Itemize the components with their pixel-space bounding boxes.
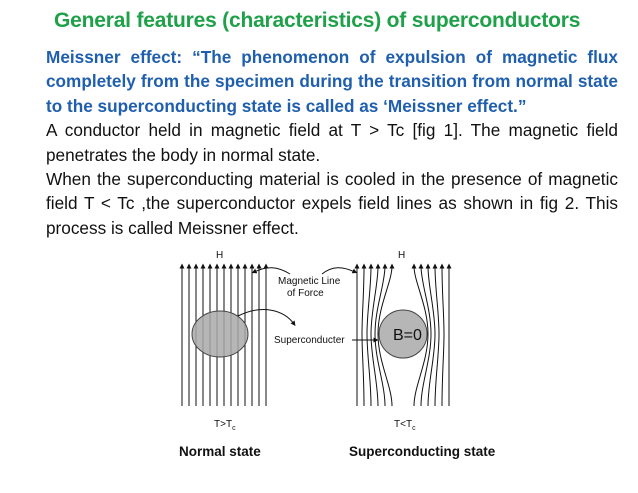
pointer-arrow bbox=[237, 309, 296, 327]
field-line bbox=[418, 263, 432, 407]
superconducting-field-lines bbox=[354, 263, 452, 407]
b-zero-label: B=0 bbox=[393, 327, 422, 344]
paragraph-normal-state: A conductor held in magnetic field at T … bbox=[46, 120, 618, 165]
caption-normal-state: Normal state bbox=[179, 444, 261, 459]
magnetic-line-label: Magnetic Line bbox=[278, 276, 341, 287]
field-line bbox=[361, 263, 367, 407]
field-line bbox=[374, 263, 388, 407]
temp-left-sub: c bbox=[232, 425, 236, 432]
slide-body: Meissner effect: “The phenomenon of expu… bbox=[46, 45, 618, 240]
paragraph-meissner-process: When the superconducting material is coo… bbox=[46, 169, 618, 238]
field-line bbox=[432, 263, 440, 407]
normal-state-sample bbox=[191, 310, 249, 358]
pointer-arrow bbox=[321, 267, 358, 275]
line-of-force-label-bg bbox=[276, 272, 344, 302]
superconducter-label: Superconducter bbox=[274, 335, 345, 346]
meissner-definition: Meissner effect: “The phenomenon of expu… bbox=[46, 47, 618, 116]
superconducter-label-bg bbox=[272, 332, 352, 346]
h-label-left: H bbox=[216, 250, 223, 261]
h-label-right: H bbox=[398, 250, 405, 261]
pointer-arrows bbox=[237, 267, 379, 343]
caption-superconducting-state: Superconducting state bbox=[349, 444, 496, 459]
temp-right-sub: c bbox=[412, 425, 416, 432]
of-force-label: of Force bbox=[287, 288, 324, 299]
meissner-diagram: H B=0 H Magnetic Line of bbox=[179, 250, 452, 432]
field-line bbox=[370, 263, 381, 407]
superconducting-sample bbox=[378, 309, 428, 359]
slide-title: General features (characteristics) of su… bbox=[54, 9, 581, 32]
field-line bbox=[411, 263, 429, 407]
temp-right-label: T<Tc bbox=[394, 419, 416, 432]
meissner-figure: H B=0 H Magnetic Line of bbox=[172, 244, 462, 440]
pointer-arrow bbox=[251, 267, 291, 275]
temp-left-main: T>T bbox=[214, 419, 232, 430]
temp-left-label: T>Tc bbox=[214, 419, 236, 432]
field-line bbox=[366, 263, 374, 407]
field-line bbox=[377, 263, 395, 407]
field-line bbox=[439, 263, 445, 407]
field-line bbox=[425, 263, 436, 407]
temp-right-main: T<T bbox=[394, 419, 412, 430]
